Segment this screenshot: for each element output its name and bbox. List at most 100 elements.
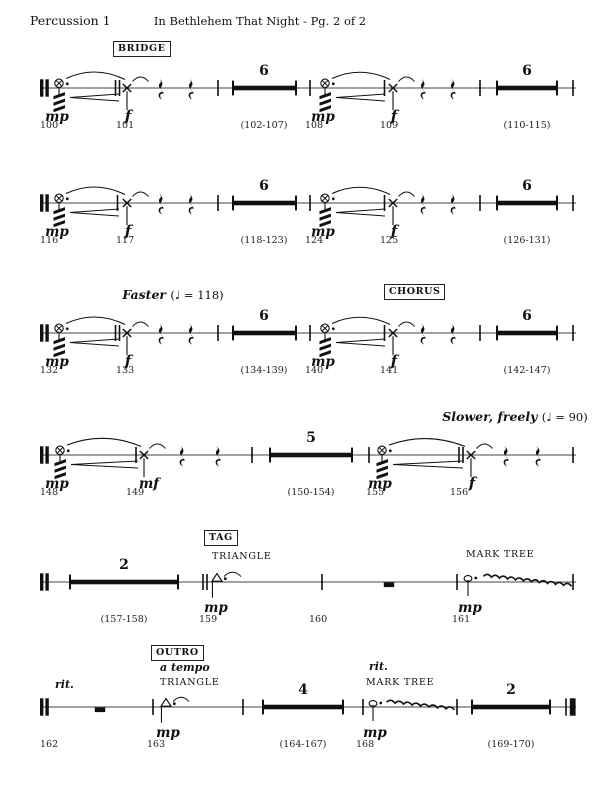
- multirest-count: 4: [298, 682, 308, 698]
- lv-tie: [149, 443, 166, 449]
- buzz-roll-note: [52, 78, 70, 113]
- slur: [65, 186, 126, 195]
- multirest-count: 5: [306, 430, 316, 446]
- dynamic-mp: mp: [311, 224, 335, 240]
- tempo-faster-text: Faster: [122, 287, 171, 302]
- barline: [458, 447, 460, 463]
- multirest-range: (126-131): [503, 235, 551, 246]
- measure-number: 168: [356, 739, 375, 750]
- barline: [251, 447, 253, 463]
- instrument-label-mark-tree: MARK TREE: [466, 549, 535, 560]
- multimeasure-rest: [496, 195, 558, 211]
- dynamic-f: f: [390, 107, 398, 125]
- slur: [66, 437, 142, 448]
- whole-rest: [383, 582, 395, 588]
- buzz-roll-note: [318, 323, 336, 358]
- lv-tie: [132, 321, 149, 327]
- barline: [217, 195, 219, 211]
- crescendo-hairpin: [335, 338, 386, 347]
- measure-number: 159: [199, 614, 218, 625]
- tempo-faster-bpm: (♩ = 118): [170, 288, 224, 302]
- barline: [309, 80, 311, 96]
- dynamic-mp: mp: [311, 109, 335, 125]
- measure-number: 101: [116, 120, 135, 131]
- tempo-slower-text: Slower, freely: [442, 409, 542, 424]
- buzz-roll-note: [318, 78, 336, 113]
- crescendo-hairpin: [70, 460, 139, 469]
- system-1-notation: [40, 71, 576, 113]
- dynamic-mp: mp: [363, 725, 387, 741]
- barline: [152, 699, 154, 715]
- measure-number: 155: [366, 487, 385, 498]
- dynamic-mp: mp: [368, 476, 392, 492]
- crescendo-hairpin: [392, 460, 464, 469]
- measure-number: 162: [40, 739, 59, 750]
- tempo-faster: Faster (♩ = 118): [122, 284, 223, 303]
- barline: [217, 80, 219, 96]
- multirest-count: 2: [506, 682, 516, 698]
- triangle-note: [211, 572, 228, 599]
- dynamic-f: f: [124, 222, 132, 240]
- lv-tie: [398, 321, 415, 327]
- instrument-label-triangle: TRIANGLE: [212, 551, 272, 562]
- quarter-rest: [158, 78, 165, 100]
- measure-number: 100: [40, 120, 59, 131]
- lv-tie: [398, 76, 415, 82]
- measure-number: 140: [305, 365, 324, 376]
- rit-marking: rit.: [55, 678, 74, 691]
- measure-number: 132: [40, 365, 59, 376]
- lv-tie: [132, 191, 149, 197]
- lv-tie: [223, 571, 242, 577]
- multirest-range: (157-158): [100, 614, 148, 625]
- multirest-range: (150-154): [287, 487, 335, 498]
- rehearsal-mark-tag: TAG: [204, 530, 238, 546]
- barline: [572, 195, 574, 211]
- slur: [331, 186, 391, 195]
- barline: [479, 80, 481, 96]
- lv-tie: [398, 191, 415, 197]
- quarter-rest: [188, 323, 195, 345]
- measure-number: 108: [305, 120, 324, 131]
- quarter-rest: [215, 445, 222, 467]
- mark-tree-note: [368, 700, 383, 722]
- measure-number: 124: [305, 235, 324, 246]
- triangle-note: [160, 697, 177, 724]
- multirest-range: (118-123): [240, 235, 288, 246]
- multirest-range: (102-107): [240, 120, 288, 131]
- slur: [331, 316, 391, 325]
- quarter-rest: [188, 193, 195, 215]
- a-tempo-marking: a tempo: [160, 661, 210, 674]
- multirest-range: (164-167): [279, 739, 327, 750]
- multirest-count: 2: [119, 557, 129, 573]
- quarter-rest: [450, 193, 457, 215]
- barline: [309, 325, 311, 341]
- system-6-notation: [40, 696, 576, 724]
- multimeasure-rest: [471, 699, 551, 715]
- dynamic-f: f: [124, 107, 132, 125]
- multirest-count: 6: [522, 308, 532, 324]
- barline: [309, 195, 311, 211]
- quarter-rest: [503, 445, 510, 467]
- rit-marking: rit.: [369, 660, 388, 673]
- system-3-notation: [40, 316, 576, 358]
- multirest-count: 6: [259, 308, 269, 324]
- dynamic-mp: mp: [45, 354, 69, 370]
- buzz-roll-note: [52, 323, 70, 358]
- multimeasure-rest: [496, 325, 558, 341]
- barline: [456, 574, 458, 590]
- instrument-label-triangle: TRIANGLE: [160, 677, 220, 688]
- barline: [572, 574, 574, 590]
- quarter-rest: [158, 193, 165, 215]
- slur: [331, 71, 391, 80]
- barline: [572, 80, 574, 96]
- rehearsal-mark-bridge: BRIDGE: [113, 41, 171, 57]
- lv-tie: [172, 696, 190, 702]
- system-5-notation: [40, 571, 576, 599]
- crescendo-hairpin: [69, 338, 120, 347]
- multirest-range: (110-115): [503, 120, 551, 131]
- whole-rest: [94, 707, 106, 713]
- dynamic-mf: mf: [138, 476, 160, 492]
- barline: [206, 574, 208, 590]
- crescendo-hairpin: [335, 208, 386, 217]
